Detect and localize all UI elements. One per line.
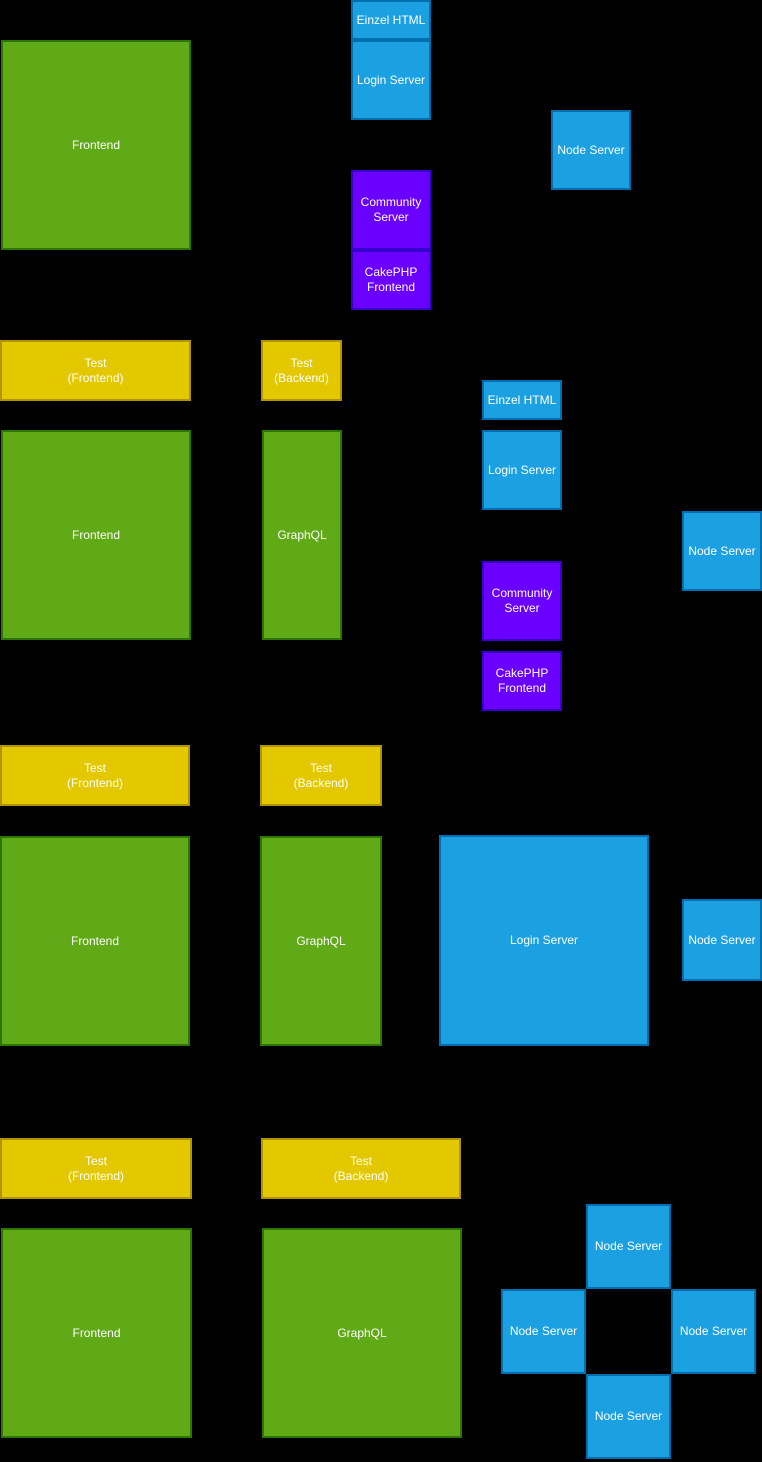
node-cakephp-frontend-1[interactable]: CakePHP Frontend [351, 250, 431, 310]
node-label: Einzel HTML [356, 12, 426, 27]
node-label: Node Server [594, 1409, 663, 1423]
node-graphql-3[interactable]: GraphQL [260, 836, 382, 1046]
node-label: Test (Frontend) [67, 355, 124, 385]
node-node-server-4-top[interactable]: Node Server [586, 1204, 671, 1289]
node-label: Einzel HTML [487, 392, 557, 407]
node-test-frontend-3[interactable]: Test (Frontend) [0, 745, 190, 806]
node-label: Test (Backend) [293, 760, 349, 790]
node-label: GraphQL [337, 1325, 387, 1340]
node-label: Node Server [679, 1324, 748, 1338]
node-label: Login Server [509, 933, 579, 947]
node-test-frontend-4[interactable]: Test (Frontend) [0, 1138, 192, 1199]
node-graphql-4[interactable]: GraphQL [262, 1228, 462, 1438]
node-label: Test (Frontend) [67, 1153, 125, 1183]
node-node-server-2[interactable]: Node Server [682, 511, 762, 591]
node-node-server-4-bottom[interactable]: Node Server [586, 1374, 671, 1459]
node-test-backend-2[interactable]: Test (Backend) [261, 340, 342, 401]
node-einzel-html-1[interactable]: Einzel HTML [351, 0, 431, 40]
node-test-backend-3[interactable]: Test (Backend) [260, 745, 382, 806]
node-community-server-1[interactable]: Community Server [351, 170, 431, 250]
node-label: Node Server [594, 1239, 663, 1253]
node-label: Frontend [71, 527, 121, 542]
node-frontend-3[interactable]: Frontend [0, 836, 190, 1046]
node-cakephp-frontend-2[interactable]: CakePHP Frontend [482, 651, 562, 711]
node-label: Frontend [71, 137, 121, 152]
node-login-server-1[interactable]: Login Server [351, 40, 431, 120]
node-label: Node Server [688, 543, 756, 558]
node-frontend-2[interactable]: Frontend [1, 430, 191, 640]
node-community-server-2[interactable]: Community Server [482, 561, 562, 641]
node-login-server-3[interactable]: Login Server [439, 835, 649, 1046]
node-node-server-4-right[interactable]: Node Server [671, 1289, 756, 1374]
node-label: Login Server [356, 72, 426, 87]
node-label: CakePHP Frontend [495, 666, 549, 695]
node-test-backend-4[interactable]: Test (Backend) [261, 1138, 461, 1199]
node-label: Frontend [70, 933, 120, 948]
node-label: GraphQL [296, 933, 346, 948]
node-label: Node Server [688, 932, 756, 947]
node-login-server-2[interactable]: Login Server [482, 430, 562, 510]
node-frontend-1[interactable]: Frontend [1, 40, 191, 250]
node-label: Node Server [509, 1324, 578, 1338]
node-label: Login Server [487, 462, 557, 477]
node-label: Test (Backend) [274, 355, 329, 385]
node-label: Frontend [72, 1325, 121, 1340]
node-node-server-4-left[interactable]: Node Server [501, 1289, 586, 1374]
node-label: Node Server [557, 142, 625, 157]
node-label: Test (Frontend) [66, 760, 124, 790]
node-test-frontend-2[interactable]: Test (Frontend) [0, 340, 191, 401]
node-label: Community Server [360, 195, 422, 224]
node-label: GraphQL [277, 527, 327, 542]
node-node-server-3[interactable]: Node Server [682, 899, 762, 981]
node-label: Community Server [491, 586, 553, 615]
node-frontend-4[interactable]: Frontend [1, 1228, 192, 1438]
node-graphql-2[interactable]: GraphQL [262, 430, 342, 640]
node-label: CakePHP Frontend [364, 265, 418, 294]
node-label: Test (Backend) [333, 1153, 389, 1183]
node-einzel-html-2[interactable]: Einzel HTML [482, 380, 562, 420]
node-node-server-1[interactable]: Node Server [551, 110, 631, 190]
